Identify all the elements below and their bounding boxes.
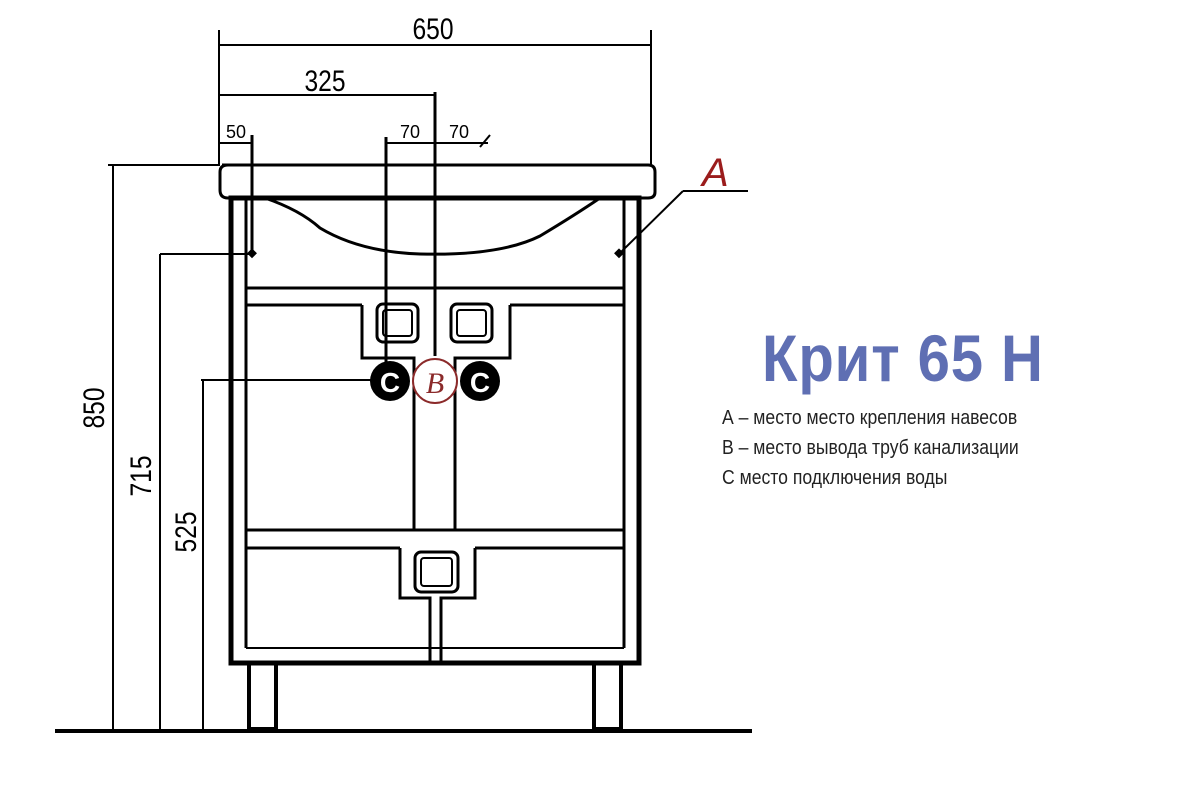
label-850: 850 [77, 387, 111, 428]
legend-item-c: С место подключения воды [722, 467, 948, 489]
socket-bottom-outer [413, 550, 460, 594]
leg-left [247, 661, 278, 731]
marker-a: A [700, 151, 729, 195]
mount-point-right [614, 248, 624, 259]
legend-item-a: А – место место крепления навесов [722, 407, 1018, 429]
socket-top-right-outer [449, 302, 494, 344]
lower-cutout [398, 548, 477, 662]
model-title: Крит 65 Н [762, 321, 1044, 395]
cabinet-outline [55, 163, 752, 733]
socket-top-left-inner [382, 309, 413, 337]
socket-bottom-inner [420, 557, 453, 587]
mount-points [247, 248, 624, 259]
water-point-left-circle [370, 361, 410, 401]
label-70-right: 70 [449, 122, 469, 142]
label-50: 50 [226, 122, 246, 142]
leg-right [592, 661, 623, 731]
label-525: 525 [169, 511, 203, 552]
legend-item-b: В – место вывода труб канализации [722, 437, 1019, 459]
label-650: 650 [412, 12, 453, 46]
leader-a-diagonal [619, 190, 684, 254]
drain-point-circle [412, 358, 458, 404]
pipe-markers: C C B [370, 358, 500, 404]
dimension-lines [108, 30, 748, 731]
water-point-left-label: C [380, 367, 400, 398]
pipe-cutout [360, 305, 512, 530]
sockets [375, 302, 494, 594]
water-point-right-label: C [470, 367, 490, 398]
label-325: 325 [304, 64, 345, 98]
legend: А – место место крепления навесов В – ме… [722, 403, 1019, 493]
label-70-left: 70 [400, 122, 420, 142]
basin-top [218, 163, 657, 200]
label-715: 715 [124, 455, 158, 496]
socket-top-left-outer [375, 302, 420, 344]
basin-bowl [264, 196, 601, 256]
socket-top-right-inner [456, 309, 487, 337]
drain-point-label: B [426, 367, 444, 400]
dimension-labels: 650 325 50 70 70 850 715 525 [77, 12, 469, 553]
mount-point-left [247, 248, 257, 259]
dim-70-tick [479, 134, 491, 148]
water-point-right-circle [460, 361, 500, 401]
